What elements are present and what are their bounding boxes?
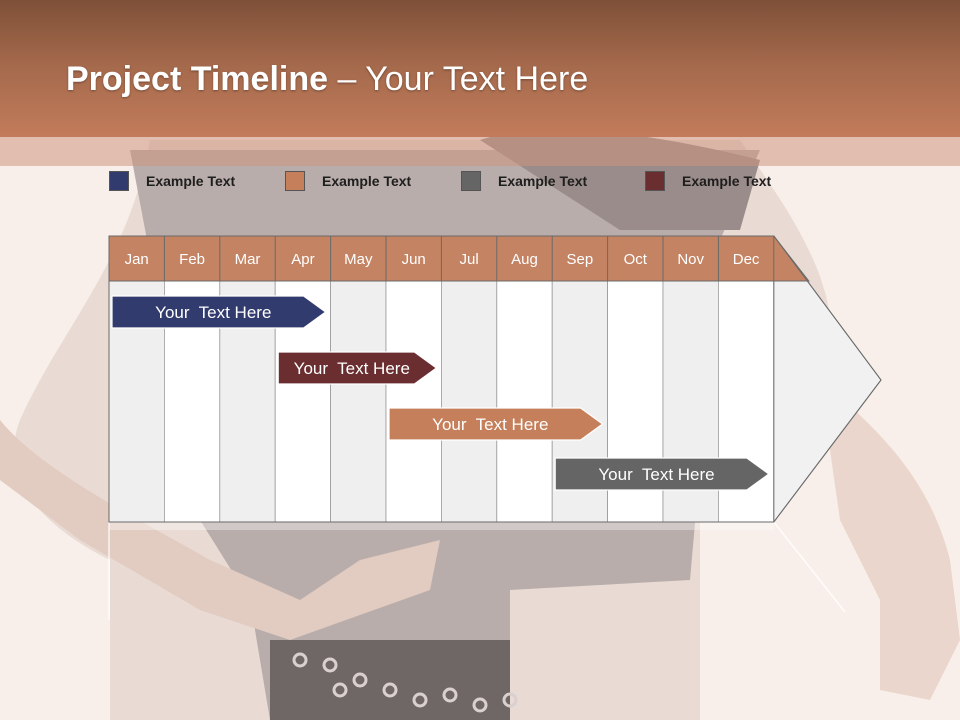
legend-label-3: Example Text bbox=[498, 173, 588, 189]
legend-swatch-4 bbox=[645, 171, 665, 191]
month-label: Aug bbox=[511, 251, 538, 268]
month-label: Apr bbox=[291, 251, 314, 268]
month-column bbox=[496, 280, 553, 523]
month-label: Oct bbox=[624, 251, 648, 268]
reflection-line-right bbox=[773, 521, 846, 613]
month-label: Mar bbox=[235, 251, 261, 268]
task-label: Your Text Here bbox=[432, 415, 548, 434]
month-label: Dec bbox=[733, 251, 760, 268]
month-column bbox=[385, 280, 442, 523]
month-label: Jan bbox=[125, 251, 149, 268]
legend-swatch-2 bbox=[285, 171, 305, 191]
slide-title: Project Timeline – Your Text Here bbox=[66, 60, 588, 99]
month-column bbox=[440, 280, 498, 523]
title-banner-strip bbox=[0, 137, 960, 166]
legend-label-4: Example Text bbox=[682, 173, 772, 189]
timeline-arrow-outline bbox=[108, 235, 882, 523]
legend-label-1: Example Text bbox=[146, 173, 236, 189]
legend-swatch-1 bbox=[109, 171, 129, 191]
timeline-reflection bbox=[109, 522, 774, 530]
task-label: Your Text Here bbox=[598, 465, 714, 484]
month-column bbox=[330, 280, 387, 523]
task-label: Your Text Here bbox=[294, 359, 410, 378]
task-bar bbox=[111, 295, 327, 329]
month-label: Sep bbox=[567, 251, 594, 268]
month-label: Jul bbox=[460, 251, 479, 268]
task-bar bbox=[277, 351, 438, 385]
month-label: Nov bbox=[677, 251, 704, 268]
month-label: Jun bbox=[402, 251, 426, 268]
slide-title-rest: – Your Text Here bbox=[328, 60, 589, 98]
month-label: May bbox=[344, 251, 373, 268]
task-bar bbox=[388, 407, 604, 441]
legend-swatch-3 bbox=[461, 171, 481, 191]
month-label: Feb bbox=[179, 251, 205, 268]
legend-label-2: Example Text bbox=[322, 173, 412, 189]
task-label: Your Text Here bbox=[155, 303, 271, 322]
title-banner bbox=[0, 0, 960, 137]
slide-title-bold: Project Timeline bbox=[66, 60, 329, 98]
task-bar bbox=[554, 457, 770, 491]
